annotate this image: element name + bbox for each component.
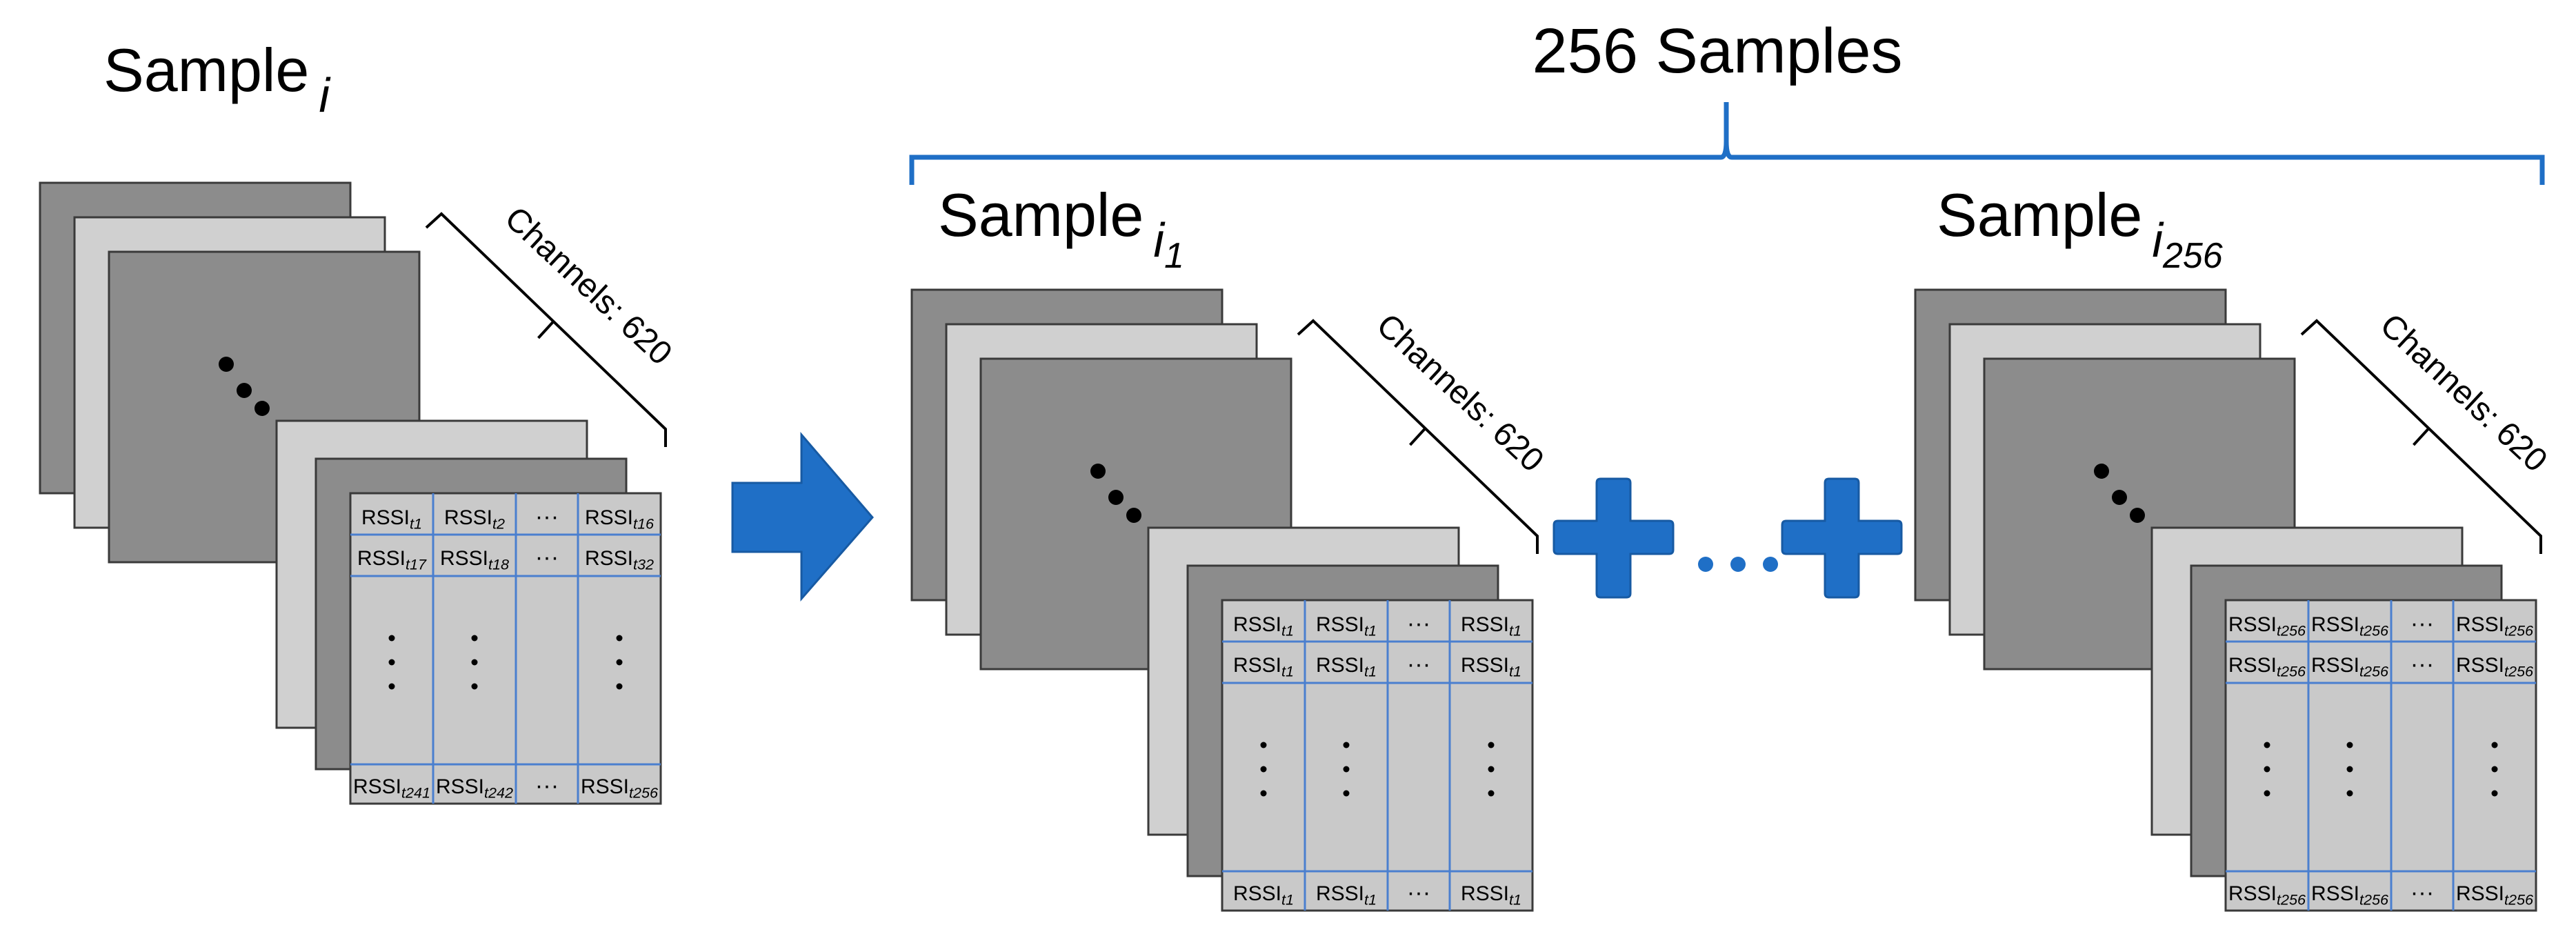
vertical-ellipsis-dot xyxy=(1260,766,1267,773)
rssi-grid xyxy=(1221,599,1534,912)
rssi-cell: RSSIt1 xyxy=(1233,654,1294,680)
vertical-ellipsis-dot xyxy=(2264,742,2270,748)
rssi-cell: RSSIt16 xyxy=(585,506,655,533)
vertical-ellipsis-dot xyxy=(1488,766,1495,773)
ellipsis-cell: ··· xyxy=(2410,880,2434,906)
rssi-cell: RSSIt1 xyxy=(1461,654,1521,680)
ellipsis-cell: ··· xyxy=(535,504,559,530)
plus-icon xyxy=(1552,477,1675,599)
rssi-cell: RSSIt1 xyxy=(1233,882,1294,909)
rssi-cell: RSSIt241 xyxy=(353,775,430,802)
rssi-cell: RSSIt256 xyxy=(2311,654,2389,680)
vertical-ellipsis-dot xyxy=(1488,742,1495,748)
rssi-cell: RSSIt2 xyxy=(444,506,505,533)
vertical-ellipsis-dot xyxy=(388,659,395,666)
ellipsis-cell: ··· xyxy=(535,544,559,570)
channels-label: Channels: 620 xyxy=(498,200,679,373)
rssi-cell: RSSIt1 xyxy=(1316,882,1377,909)
ellipsis-dot xyxy=(1090,464,1106,479)
rssi-cell: RSSIt256 xyxy=(2311,613,2389,639)
vertical-ellipsis-dot xyxy=(616,659,623,666)
rssi-cell: RSSIt256 xyxy=(581,775,659,802)
vertical-ellipsis-dot xyxy=(471,635,478,642)
vertical-ellipsis-dot xyxy=(471,683,478,690)
vertical-ellipsis-dot xyxy=(1343,766,1350,773)
rssi-cell: RSSIt256 xyxy=(2456,882,2534,909)
ellipsis-cell: ··· xyxy=(1407,651,1430,677)
vertical-ellipsis-dot xyxy=(388,635,395,642)
vertical-ellipsis-dot xyxy=(2346,790,2353,797)
vertical-ellipsis-dot xyxy=(2346,742,2353,748)
vertical-ellipsis-dot xyxy=(2491,790,2498,797)
vertical-ellipsis-dot xyxy=(2491,742,2498,748)
rssi-cell: RSSIt32 xyxy=(585,547,654,573)
rssi-grid xyxy=(2224,599,2537,912)
channels-tick xyxy=(1409,427,1426,446)
rssi-cell: RSSIt256 xyxy=(2228,882,2306,909)
vertical-ellipsis-dot xyxy=(2346,766,2353,773)
ellipsis-dot xyxy=(254,401,270,416)
ellipsis-dot xyxy=(2112,490,2127,505)
ellipsis-dot xyxy=(2130,508,2145,523)
vertical-ellipsis-dot xyxy=(388,683,395,690)
vertical-ellipsis-dot xyxy=(471,659,478,666)
vertical-ellipsis-dot xyxy=(2264,790,2270,797)
vertical-ellipsis-dot xyxy=(2491,766,2498,773)
rssi-cell: RSSIt256 xyxy=(2228,613,2306,639)
rssi-cell: RSSIt1 xyxy=(1461,882,1521,909)
channels-tick xyxy=(2413,427,2430,446)
vertical-ellipsis-dot xyxy=(1260,742,1267,748)
header-title: 256 Samples xyxy=(1532,16,1903,86)
ellipsis-cell: ··· xyxy=(1407,611,1430,637)
plus-icon xyxy=(1781,477,1903,599)
rssi-cell: RSSIt1 xyxy=(1316,654,1377,680)
samples-brace xyxy=(909,102,2545,185)
ellipsis-cell: ··· xyxy=(2410,611,2434,637)
rssi-cell: RSSIt1 xyxy=(1461,613,1521,639)
ellipsis-dot xyxy=(237,383,252,398)
rssi-cell: RSSIt17 xyxy=(357,547,427,573)
rssi-cell: RSSIt256 xyxy=(2311,882,2389,909)
rssi-cell: RSSIt256 xyxy=(2456,613,2534,639)
ellipsis-dot xyxy=(1108,490,1124,505)
channels-label: Channels: 620 xyxy=(1370,307,1551,479)
rssi-cell: RSSIt1 xyxy=(1233,613,1294,639)
ellipsis-icon xyxy=(1698,557,1778,572)
right-arrow-icon xyxy=(731,431,874,602)
vertical-ellipsis-dot xyxy=(1343,742,1350,748)
vertical-ellipsis-dot xyxy=(1488,790,1495,797)
channels-tick xyxy=(537,320,555,339)
rssi-cell: RSSIt18 xyxy=(440,547,509,573)
rssi-cell: RSSIt256 xyxy=(2456,654,2534,680)
rssi-cell: RSSIt1 xyxy=(1316,613,1377,639)
vertical-ellipsis-dot xyxy=(1260,790,1267,797)
vertical-ellipsis-dot xyxy=(616,683,623,690)
ellipsis-dot xyxy=(2094,464,2109,479)
ellipsis-cell: ··· xyxy=(1407,880,1430,906)
vertical-ellipsis-dot xyxy=(1343,790,1350,797)
ellipsis-cell: ··· xyxy=(2410,651,2434,677)
ellipsis-cell: ··· xyxy=(535,773,559,799)
channels-label: Channels: 620 xyxy=(2373,307,2555,479)
rssi-cell: RSSIt256 xyxy=(2228,654,2306,680)
rssi-cell: RSSIt1 xyxy=(361,506,422,533)
ellipsis-dot xyxy=(219,357,234,372)
vertical-ellipsis-dot xyxy=(2264,766,2270,773)
vertical-ellipsis-dot xyxy=(616,635,623,642)
ellipsis-dot xyxy=(1126,508,1141,523)
rssi-cell: RSSIt242 xyxy=(436,775,513,802)
rssi-grid xyxy=(349,492,662,805)
